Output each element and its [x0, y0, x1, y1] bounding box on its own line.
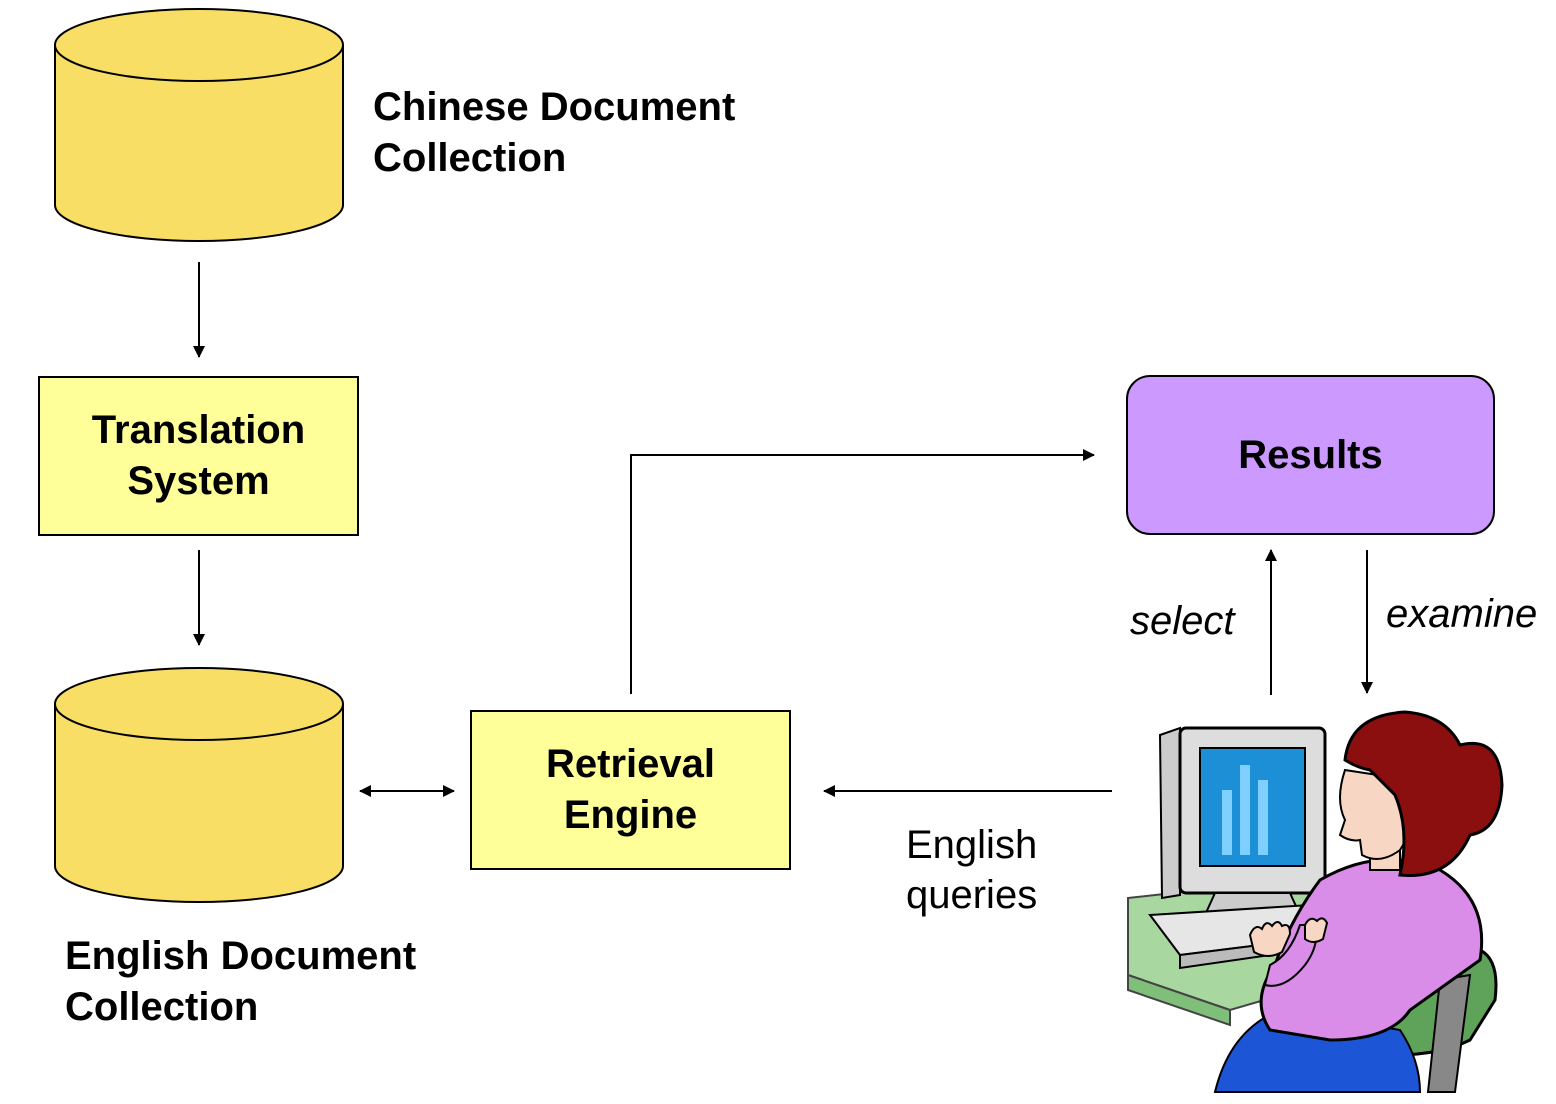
results-label: Results — [1238, 432, 1383, 477]
results-box: Results — [1126, 375, 1495, 535]
retrieval-engine-line2: Engine — [563, 793, 698, 837]
english-collection-label-line1: English Document — [65, 934, 417, 978]
english-collection-label-line2: Collection — [65, 985, 259, 1029]
translation-system-box: Translation System — [38, 376, 359, 536]
english-queries-label: English queries — [906, 820, 1037, 920]
english-collection-label: English Document Collection — [65, 931, 416, 1033]
examine-label: examine — [1386, 592, 1538, 636]
translation-system-line1: Translation — [91, 408, 306, 452]
chinese-collection-label-line2: Collection — [373, 136, 567, 180]
arrow-engine-to-results — [630, 449, 1095, 694]
chinese-collection-cylinder-icon — [54, 8, 344, 242]
english-queries-line1: English — [906, 823, 1038, 867]
english-collection-cylinder-icon — [54, 667, 344, 903]
chinese-collection-label-line1: Chinese Document — [373, 85, 736, 129]
english-queries-line2: queries — [906, 873, 1038, 917]
retrieval-engine-line1: Retrieval — [546, 742, 715, 786]
select-label: select — [1130, 599, 1235, 643]
chinese-collection-label: Chinese Document Collection — [373, 82, 735, 184]
translation-system-line2: System — [127, 459, 270, 503]
user-at-computer-icon — [1127, 710, 1504, 1093]
retrieval-engine-box: Retrieval Engine — [470, 710, 791, 870]
